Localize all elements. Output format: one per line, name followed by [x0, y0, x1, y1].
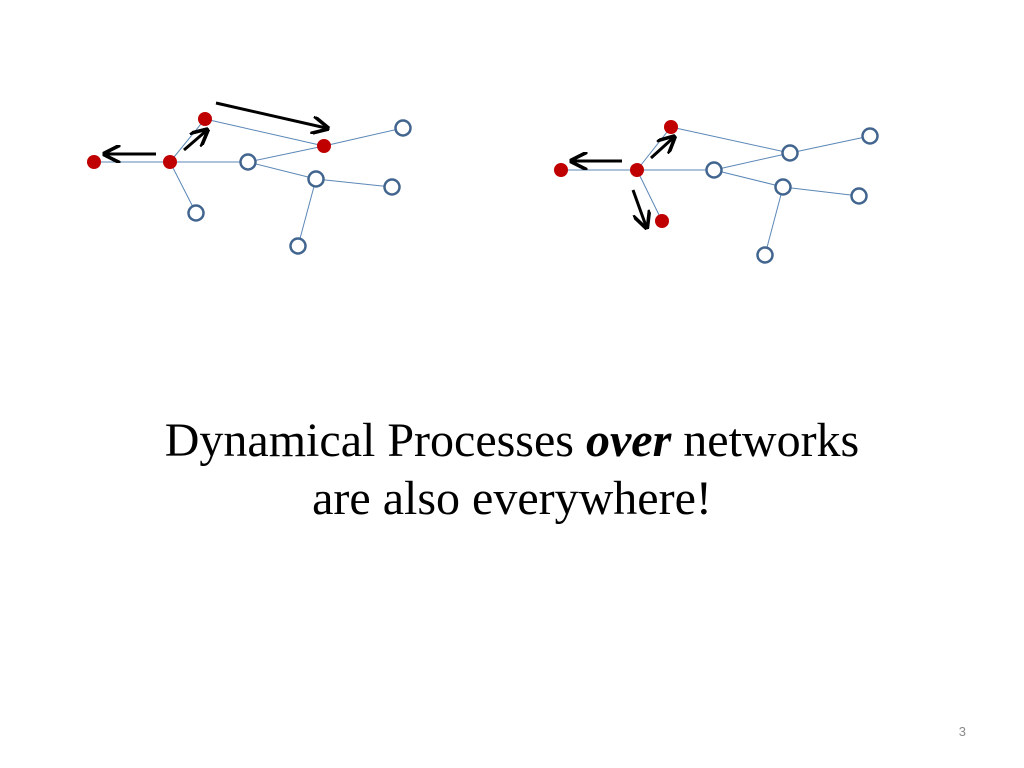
inactive-node [307, 170, 325, 188]
active-node [163, 155, 177, 169]
inactive-node [383, 178, 401, 196]
inactive-node [394, 119, 412, 137]
network-diagrams [87, 101, 879, 264]
title-emphasis: over [585, 414, 672, 467]
network-left-nodes [87, 112, 412, 255]
slide-title: Dynamical Processes over networks are al… [0, 412, 1024, 528]
inactive-node [850, 187, 868, 205]
inactive-node [774, 178, 792, 196]
network-left-edges [94, 118, 404, 247]
inactive-node [756, 246, 774, 264]
title-line-1: Dynamical Processes over networks [0, 412, 1024, 470]
inactive-node [289, 237, 307, 255]
edge [670, 126, 791, 154]
active-node [87, 155, 101, 169]
edge [247, 161, 317, 180]
edge [247, 145, 325, 163]
edge [204, 118, 325, 147]
network-right [554, 120, 879, 264]
slide-number: 3 [958, 724, 966, 739]
edge [764, 186, 784, 256]
network-left [87, 101, 412, 255]
edge [713, 152, 791, 171]
inactive-node [187, 204, 205, 222]
active-node [317, 139, 331, 153]
active-node [554, 163, 568, 177]
arrow-up-right [649, 138, 673, 160]
active-node [630, 163, 644, 177]
network-right-arrows [573, 138, 673, 226]
edge [323, 127, 404, 147]
arrow-up-right [183, 131, 206, 152]
title-text: networks [671, 414, 860, 467]
edge [169, 118, 206, 163]
edge [782, 186, 860, 197]
inactive-node [781, 144, 799, 162]
arrow-right [215, 101, 326, 128]
network-right-nodes [554, 120, 879, 264]
network-left-arrows [106, 101, 326, 154]
inactive-node [861, 127, 879, 145]
inactive-node [705, 161, 723, 179]
edge [169, 161, 197, 214]
arrow-down [631, 189, 646, 226]
edge [315, 178, 393, 188]
edge [297, 178, 317, 247]
active-node [198, 112, 212, 126]
inactive-node [239, 153, 257, 171]
edge [713, 169, 784, 188]
active-node [655, 214, 669, 228]
network-right-edges [561, 126, 871, 256]
title-text: Dynamical Processes [164, 414, 586, 467]
title-line-2: are also everywhere! [312, 472, 712, 525]
edge [636, 169, 663, 222]
edge [789, 135, 871, 154]
active-node [664, 120, 678, 134]
edge [636, 126, 672, 171]
